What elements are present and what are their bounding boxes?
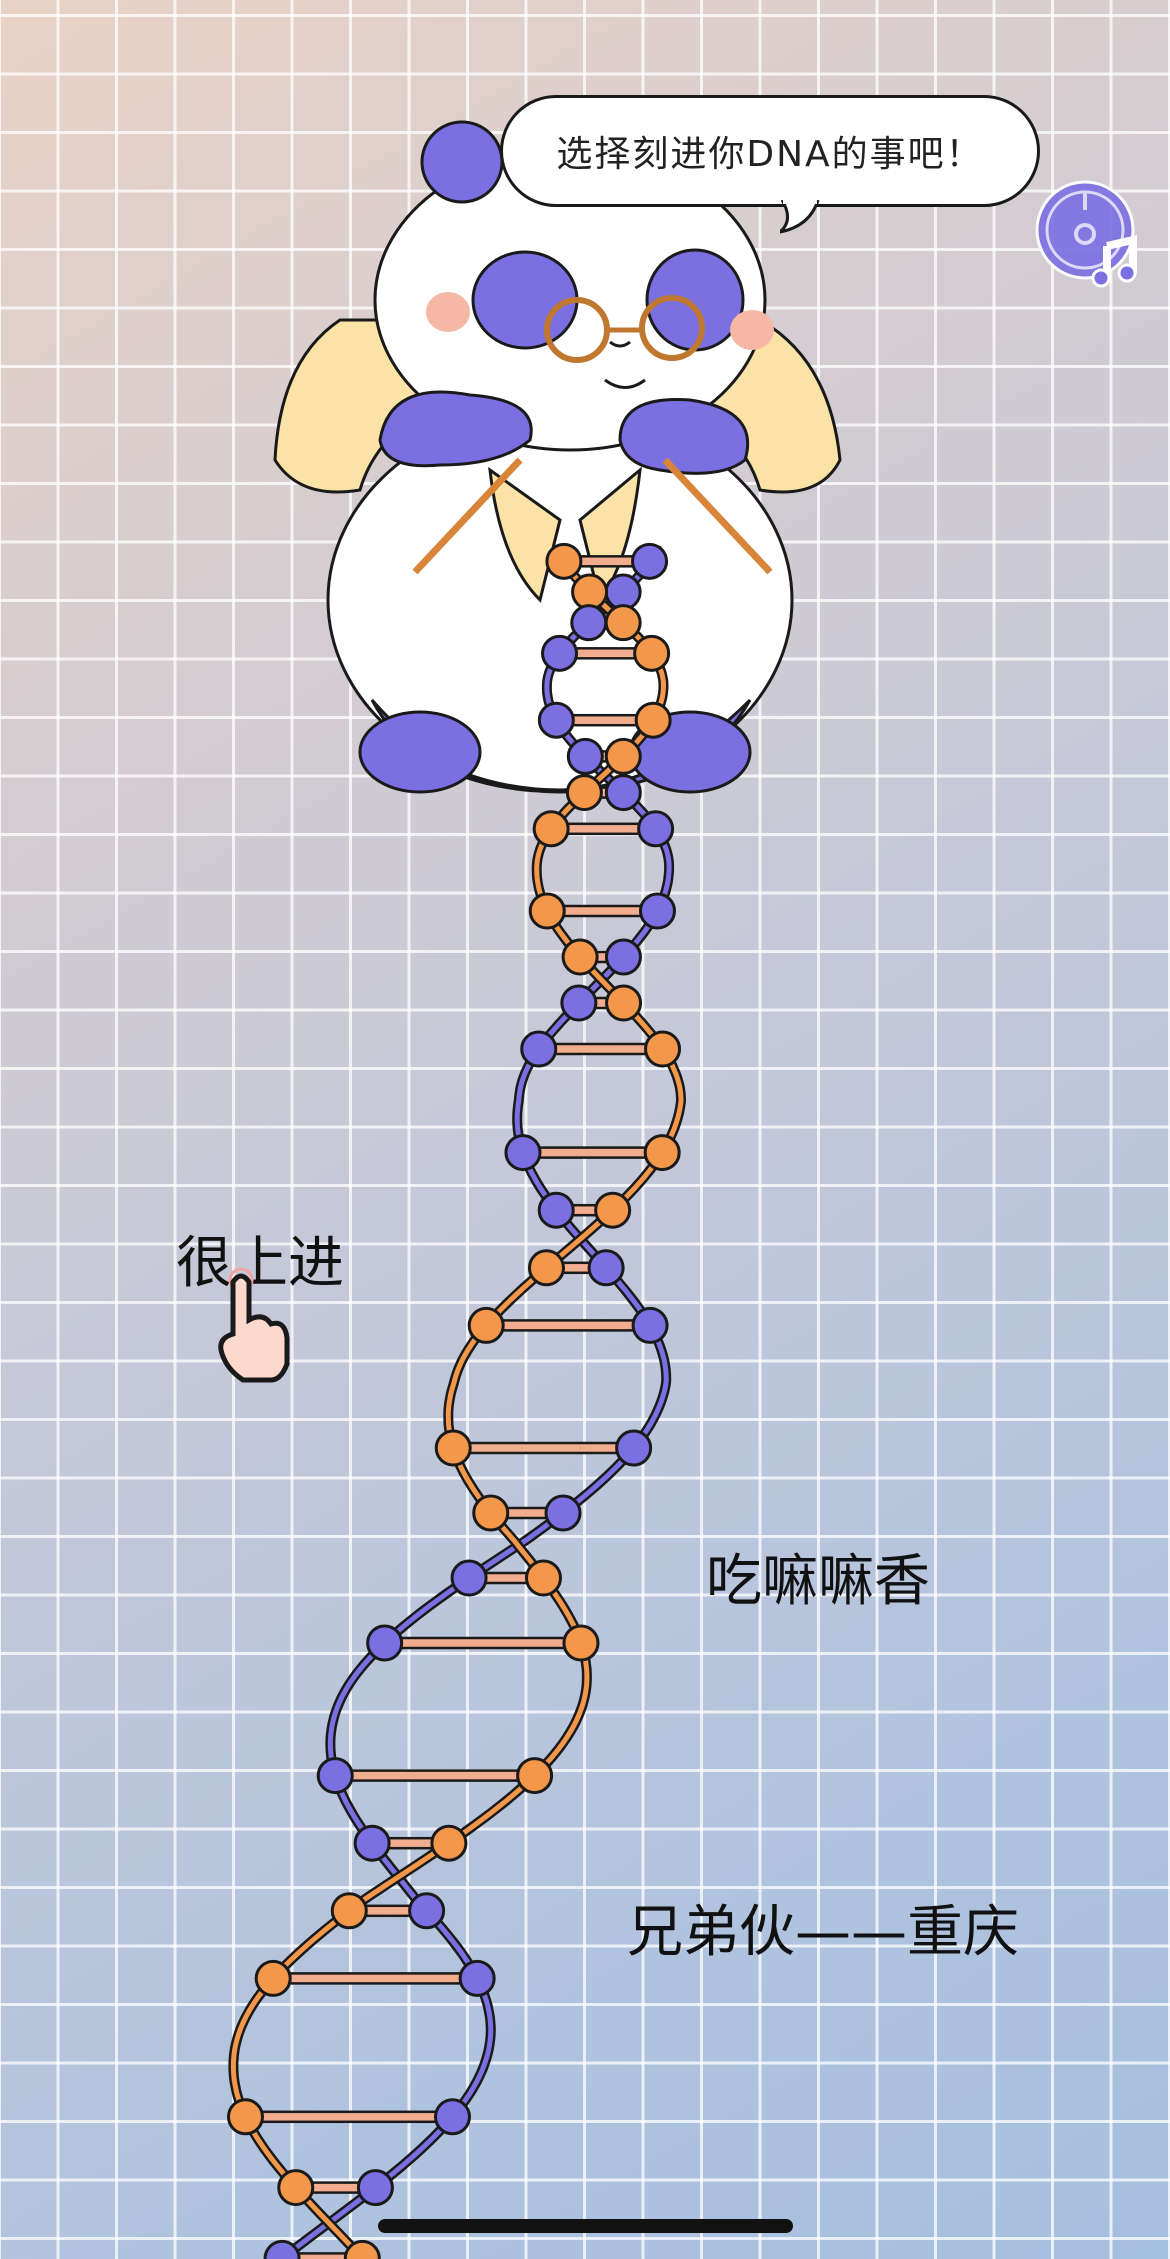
dna-base-purple bbox=[356, 2169, 394, 2207]
dna-base-purple bbox=[408, 1892, 446, 1930]
knitting-needle bbox=[412, 457, 523, 575]
dna-base-orange bbox=[277, 2169, 315, 2207]
dna-base-purple bbox=[637, 810, 675, 848]
dna-rung bbox=[537, 1042, 664, 1056]
option-chongqing-buddy[interactable]: 兄弟伙——重庆 bbox=[627, 1900, 1019, 1965]
dna-base-orange bbox=[644, 1030, 682, 1068]
panda-ear bbox=[420, 120, 504, 204]
dna-base-orange bbox=[516, 1757, 554, 1795]
dna-base-orange bbox=[643, 1134, 681, 1172]
panda-eye-patch-left bbox=[471, 250, 579, 350]
dna-base-orange bbox=[330, 1892, 368, 1930]
dna-base-purple bbox=[353, 1824, 391, 1862]
dna-base-purple bbox=[604, 573, 642, 611]
dna-base-purple bbox=[537, 701, 575, 739]
dna-base-purple bbox=[316, 1757, 354, 1795]
dna-base-orange bbox=[634, 701, 672, 739]
panda-arm-right bbox=[618, 398, 750, 475]
dna-base-purple bbox=[520, 1030, 558, 1068]
dna-base-purple bbox=[631, 542, 669, 580]
knitting-needle bbox=[662, 457, 773, 575]
dna-rung bbox=[244, 2110, 454, 2124]
dna-base-orange bbox=[472, 1494, 510, 1532]
dna-base-purple bbox=[560, 984, 598, 1022]
dna-base-purple bbox=[366, 1624, 404, 1662]
dna-base-orange bbox=[254, 1959, 292, 1997]
dna-base-orange bbox=[565, 774, 603, 812]
home-indicator[interactable] bbox=[378, 2219, 793, 2233]
dna-base-orange bbox=[430, 1824, 468, 1862]
dna-base-orange bbox=[604, 604, 642, 642]
dna-base-purple bbox=[458, 1959, 496, 1997]
dna-base-orange bbox=[532, 810, 570, 848]
dna-base-purple bbox=[504, 1134, 542, 1172]
dna-base-purple bbox=[638, 892, 676, 930]
dna-base-purple bbox=[450, 1559, 488, 1597]
dna-base-purple bbox=[566, 737, 604, 775]
dna-base-orange bbox=[528, 892, 566, 930]
dna-base-purple bbox=[587, 1249, 625, 1287]
dna-base-purple bbox=[604, 938, 642, 976]
speech-bubble-tail bbox=[780, 200, 820, 234]
dna-base-purple bbox=[544, 1494, 582, 1532]
dna-rung bbox=[451, 1441, 635, 1455]
dna-base-orange bbox=[434, 1429, 472, 1467]
dna-rung bbox=[383, 1636, 583, 1650]
dna-base-orange bbox=[571, 573, 609, 611]
panda-arm-left bbox=[378, 390, 533, 468]
dna-base-purple bbox=[631, 1306, 669, 1344]
dna-base-orange bbox=[524, 1559, 562, 1597]
dna-base-orange bbox=[226, 2098, 264, 2136]
pointing-hand-icon bbox=[218, 1268, 290, 1383]
dna-base-purple bbox=[604, 774, 642, 812]
dna-helix bbox=[226, 542, 687, 2259]
dna-base-orange bbox=[633, 634, 671, 672]
dna-base-orange bbox=[343, 2239, 381, 2259]
dna-base-orange bbox=[467, 1306, 505, 1344]
option-good-appetite[interactable]: 吃嘛嘛香 bbox=[706, 1549, 930, 1614]
panda-illustration bbox=[273, 120, 842, 794]
dna-base-purple bbox=[263, 2239, 301, 2259]
dna-base-orange bbox=[604, 737, 642, 775]
dna-base-orange bbox=[561, 938, 599, 976]
dna-base-orange bbox=[594, 1191, 632, 1229]
speech-bubble: 选择刻进你DNA的事吧！ bbox=[500, 95, 1040, 207]
option-hardworking[interactable]: 很上进 bbox=[176, 1231, 344, 1296]
dna-base-purple bbox=[615, 1429, 653, 1467]
dna-base-orange bbox=[605, 984, 643, 1022]
dna-base-purple bbox=[433, 2098, 471, 2136]
dna-base-orange bbox=[545, 542, 583, 580]
dna-base-orange bbox=[527, 1249, 565, 1287]
dna-base-purple bbox=[537, 1191, 575, 1229]
dna-base-purple bbox=[570, 604, 608, 642]
dna-rung bbox=[484, 1319, 652, 1332]
dna-rung bbox=[521, 1146, 664, 1159]
music-disc-icon[interactable] bbox=[1033, 178, 1143, 288]
dna-rung bbox=[333, 1769, 536, 1782]
dna-base-orange bbox=[562, 1624, 600, 1662]
dna-rung bbox=[271, 1972, 479, 1985]
dna-base-purple bbox=[541, 634, 579, 672]
